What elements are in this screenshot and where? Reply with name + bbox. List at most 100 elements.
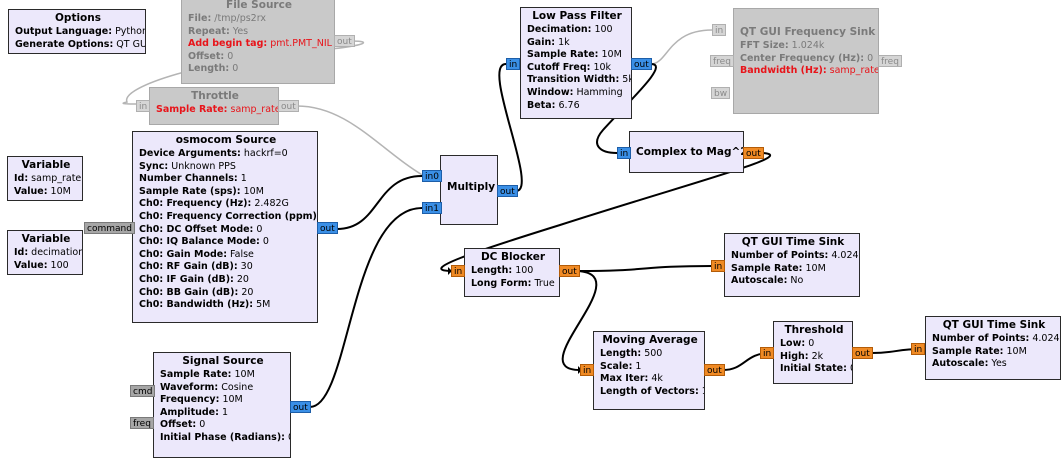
multiply-block[interactable]: Multiply <box>440 155 498 225</box>
param-value: QT GUI <box>116 38 145 50</box>
param-label: Ch0: RF Gain (dB): <box>139 261 238 273</box>
low-pass-filter-block[interactable]: Low Pass Filter Decimation: 100 Gain: 1k… <box>520 7 632 119</box>
block-title: Threshold <box>784 324 844 336</box>
signal-source-block[interactable]: Signal Source Sample Rate: 10M Waveform:… <box>153 352 291 458</box>
param-value: samp_rate <box>829 65 879 77</box>
wire-dc-blocker-to-moving-average <box>561 270 598 371</box>
wire-multiply-to-low-pass <box>498 63 523 192</box>
param-label: Sample Rate: <box>156 104 228 115</box>
param-label: Id: <box>14 173 29 184</box>
osmocom-command-port[interactable]: command <box>84 222 135 234</box>
threshold-block[interactable]: Threshold Low: 0 High: 2k Initial State:… <box>773 321 853 384</box>
file-source-block[interactable]: File Source File: /tmp/ps2rx Repeat: Yes… <box>181 0 335 84</box>
osmocom-out-port[interactable]: out <box>317 222 338 234</box>
param-row: Repeat: Yes <box>188 26 330 39</box>
variable-decimation-block[interactable]: Variable Id: decimation Value: 100 <box>7 230 83 275</box>
file-source-out-port[interactable]: out <box>334 35 355 47</box>
param-row: Max Iter: 4k <box>600 373 700 386</box>
param-label: Frequency: <box>160 394 220 406</box>
param-value: 4.024k <box>1032 333 1060 344</box>
param-value: 1 <box>221 406 228 418</box>
param-label: Value: <box>14 259 48 271</box>
param-row: Length of Vectors: 1 <box>600 386 704 399</box>
param-value: 4.024k <box>831 250 859 261</box>
dc-blocker-block[interactable]: DC Blocker Length: 100 Long Form: True <box>464 248 560 297</box>
signal-source-out-port[interactable]: out <box>290 401 311 413</box>
time-sink-2-in-port[interactable]: in <box>911 343 926 355</box>
block-title: QT GUI Time Sink <box>942 319 1046 331</box>
param-row: Autoscale: No <box>731 275 855 288</box>
freq-sink-bw-port[interactable]: bw <box>711 87 731 99</box>
block-title: Multiply <box>447 181 496 193</box>
param-value: 10k <box>593 61 612 73</box>
param-row: Beta: 6.76 <box>527 100 627 113</box>
osmocom-source-block[interactable]: osmocom Source Device Arguments: hackrf=… <box>132 131 318 323</box>
wire-low-pass-to-freq-sink <box>650 29 713 65</box>
qt-time-sink-2-block[interactable]: QT GUI Time Sink Number of Points: 4.024… <box>925 316 1061 380</box>
param-label: Long Form: <box>471 277 532 289</box>
param-label: Number Channels: <box>139 173 238 185</box>
param-row: Ch0: Gain Mode: False <box>139 249 313 262</box>
wire-osmocom-to-multiply <box>336 175 423 230</box>
param-row: Ch0: IF Gain (dB): 20 <box>139 274 313 287</box>
low-pass-in-port[interactable]: in <box>506 58 521 70</box>
complex-to-mag-in-port[interactable]: in <box>617 147 632 159</box>
param-label: Sample Rate: <box>731 262 803 274</box>
param-label: Waveform: <box>160 381 219 393</box>
freq-sink-freq-in-port[interactable]: freq <box>710 55 734 67</box>
param-row: Ch0: Bandwidth (Hz): 5M <box>139 299 313 312</box>
param-row: Decimation: 100 <box>527 24 627 37</box>
low-pass-out-port[interactable]: out <box>631 58 652 70</box>
block-title: Low Pass Filter <box>532 10 622 22</box>
param-row: Offset: 0 <box>160 419 286 432</box>
param-value: /tmp/ps2rx <box>214 13 266 24</box>
param-value: 0 <box>867 52 874 64</box>
throttle-block[interactable]: Throttle Sample Rate: samp_rate <box>149 87 279 125</box>
param-label: Window: <box>527 86 574 98</box>
complex-to-mag-block[interactable]: Complex to Mag^2 <box>629 131 744 173</box>
options-block[interactable]: Options Output Language: Python Generate… <box>8 9 146 54</box>
param-label: Value: <box>14 185 48 197</box>
moving-average-out-port[interactable]: out <box>704 364 725 376</box>
param-row: Long Form: True <box>471 278 555 291</box>
time-sink-1-in-port[interactable]: in <box>711 260 726 272</box>
param-value: pmt.PMT_NIL <box>270 38 332 50</box>
block-title: Throttle <box>191 90 239 102</box>
param-row: Window: Hamming <box>527 87 627 100</box>
qt-frequency-sink-block[interactable]: QT GUI Frequency Sink FFT Size: 1.024k C… <box>733 8 879 114</box>
complex-to-mag-out-port[interactable]: out <box>743 147 764 159</box>
param-label: Amplitude: <box>160 406 219 418</box>
wire-signal-source-to-multiply <box>309 207 423 408</box>
param-value: 10M <box>243 185 264 197</box>
param-label: Initial State: <box>780 363 847 375</box>
param-label: Number of Points: <box>731 250 829 261</box>
param-label: Length: <box>600 348 642 359</box>
param-value: 10M <box>234 369 255 380</box>
param-row: Length: 100 <box>471 265 555 278</box>
signal-source-cmd-port[interactable]: cmd <box>130 385 156 397</box>
qt-time-sink-1-block[interactable]: QT GUI Time Sink Number of Points: 4.024… <box>724 233 860 297</box>
dc-blocker-in-port[interactable]: in <box>451 265 466 277</box>
throttle-in-port[interactable]: in <box>136 100 151 112</box>
param-row: Initial Phase (Radians): 0 <box>160 432 290 445</box>
variable-samp-rate-block[interactable]: Variable Id: samp_rate Value: 10M <box>7 156 83 201</box>
moving-average-block[interactable]: Moving Average Length: 500 Scale: 1 Max … <box>593 331 705 410</box>
param-label: Generate Options: <box>15 38 114 50</box>
throttle-out-port[interactable]: out <box>278 100 299 112</box>
freq-sink-freq-out-port[interactable]: freq <box>878 55 902 67</box>
param-value: 30 <box>240 261 253 273</box>
signal-source-freq-port[interactable]: freq <box>130 417 154 429</box>
param-value: 0 <box>232 63 239 75</box>
param-row-error: Add begin tag: pmt.PMT_NIL <box>188 38 332 51</box>
threshold-out-port[interactable]: out <box>852 347 873 359</box>
multiply-out-port[interactable]: out <box>497 185 518 197</box>
param-value: 100 <box>50 259 69 271</box>
multiply-in0-port[interactable]: in0 <box>422 170 442 182</box>
param-row: Ch0: BB Gain (dB): 20 <box>139 287 313 300</box>
threshold-in-port[interactable]: in <box>760 347 775 359</box>
param-value: decimation <box>31 247 83 258</box>
dc-blocker-out-port[interactable]: out <box>559 265 580 277</box>
freq-sink-in-port[interactable]: in <box>712 24 727 36</box>
multiply-in1-port[interactable]: in1 <box>422 202 442 214</box>
moving-average-in-port[interactable]: in <box>580 364 595 376</box>
